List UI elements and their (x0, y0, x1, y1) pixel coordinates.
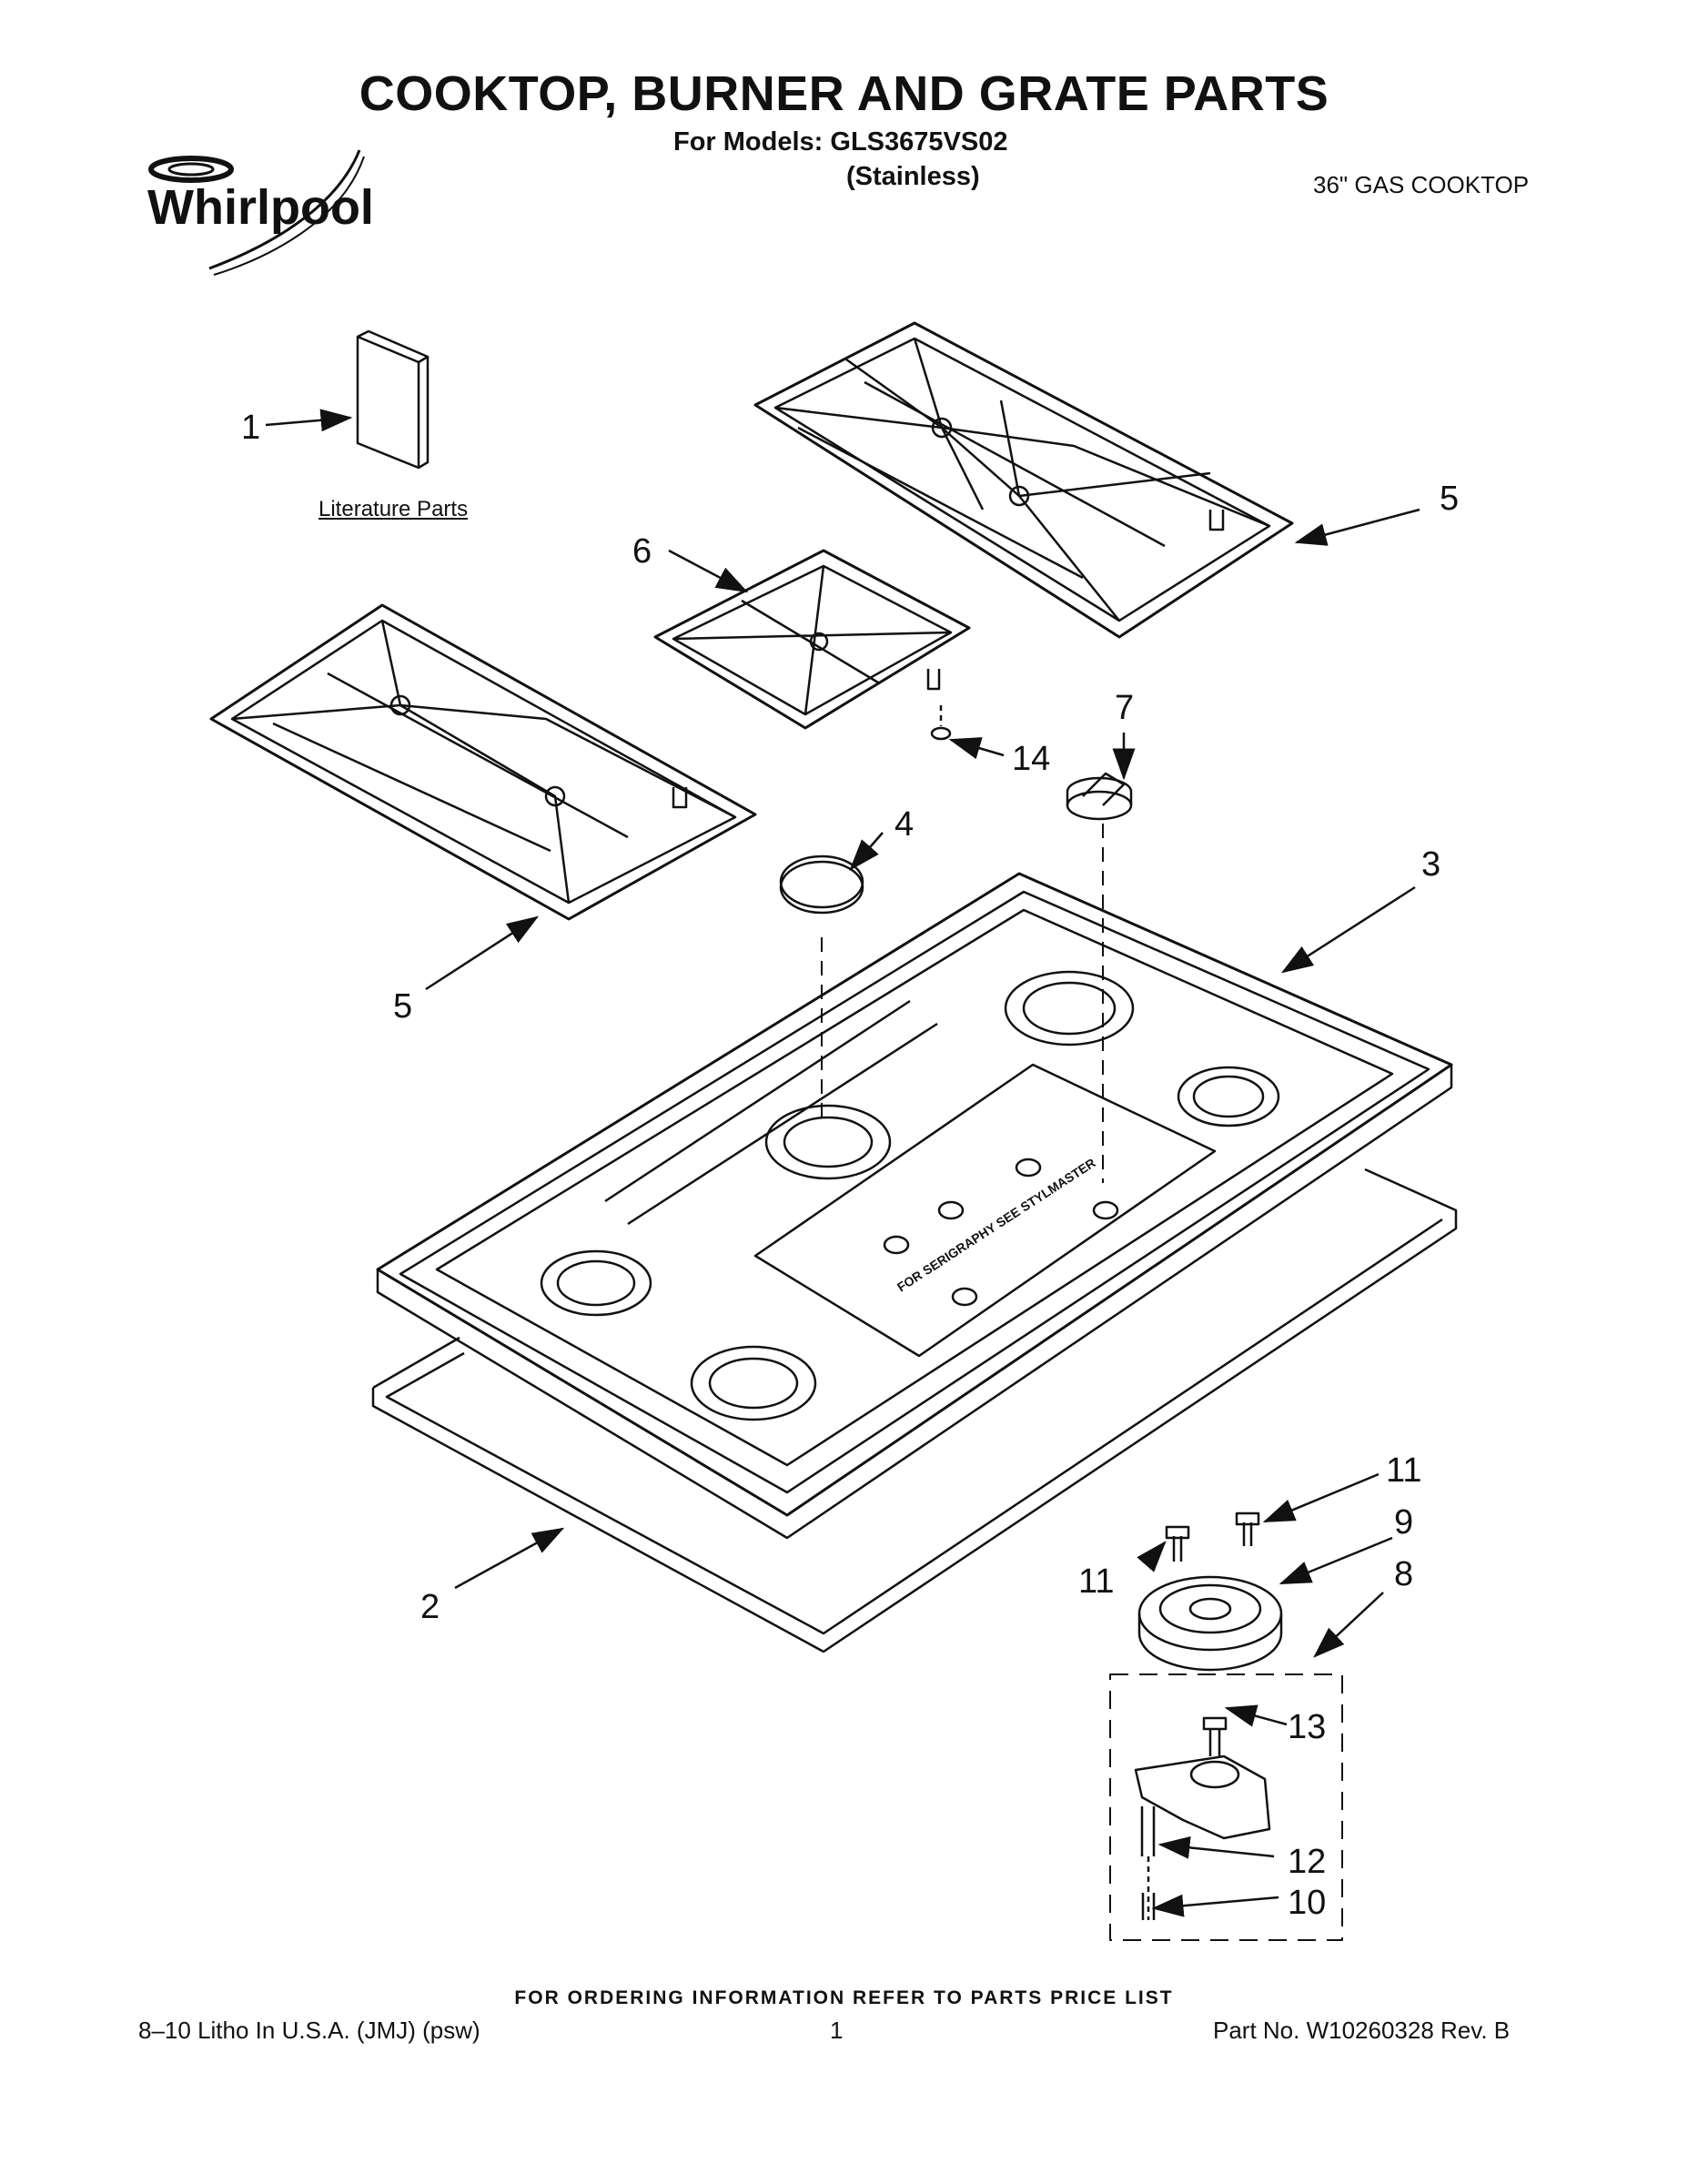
product-type: 36" GAS COOKTOP (1313, 171, 1530, 198)
valve-assembly-box (1109, 1673, 1343, 1941)
callout-7: 7 (1115, 689, 1134, 727)
callout-4: 4 (895, 805, 914, 844)
callout-9: 9 (1394, 1503, 1413, 1542)
grate-foot (930, 705, 952, 741)
center-grate (653, 549, 971, 730)
callout-11-left: 11 (1078, 1562, 1114, 1601)
right-grate (753, 321, 1294, 639)
callout-6: 6 (632, 532, 652, 571)
control-knob (1066, 772, 1133, 1183)
callout-13: 13 (1288, 1708, 1326, 1746)
cooktop-print: FOR SERIGRAPHY SEE STYLMASTER (895, 1155, 1098, 1294)
literature-booklet (356, 329, 430, 470)
callout-10: 10 (1288, 1884, 1326, 1922)
footer-litho: 8–10 Litho In U.S.A. (JMJ) (psw) (138, 2017, 480, 2044)
left-grate (209, 603, 757, 921)
whirlpool-logo: Whirlpool (147, 149, 374, 276)
leader-arrows (265, 409, 1420, 1917)
callout-14: 14 (1012, 740, 1050, 778)
callout-5-right: 5 (1440, 480, 1459, 518)
ordering-info: FOR ORDERING INFORMATION REFER TO PARTS … (514, 1987, 1174, 2008)
literature-parts-label: Literature Parts (318, 497, 469, 521)
callout-2: 2 (420, 1588, 440, 1626)
callout-12: 12 (1288, 1843, 1326, 1881)
cooktop (376, 872, 1453, 1540)
callout-5-left: 5 (393, 987, 412, 1026)
callout-11-right: 11 (1386, 1451, 1421, 1490)
burner-base (1137, 1575, 1283, 1672)
callout-1: 1 (241, 409, 260, 447)
models-variant: (Stainless) (846, 162, 980, 191)
burner-cap (779, 854, 864, 1119)
models-line: For Models: GLS3675VS02 (673, 127, 1008, 157)
callout-numbers: 1 5 6 5 14 7 4 3 2 11 9 11 8 13 12 10 (241, 409, 1459, 1922)
page-title: COOKTOP, BURNER AND GRATE PARTS (359, 66, 1329, 121)
svg-text:Whirlpool: Whirlpool (147, 180, 374, 235)
callout-8: 8 (1394, 1555, 1413, 1593)
cooktop-gasket (371, 1168, 1458, 1653)
burner-screws (1165, 1512, 1260, 1562)
page-number: 1 (830, 2017, 844, 2044)
part-number: Part No. W10260328 Rev. B (1213, 2017, 1511, 2044)
callout-3: 3 (1421, 845, 1440, 884)
